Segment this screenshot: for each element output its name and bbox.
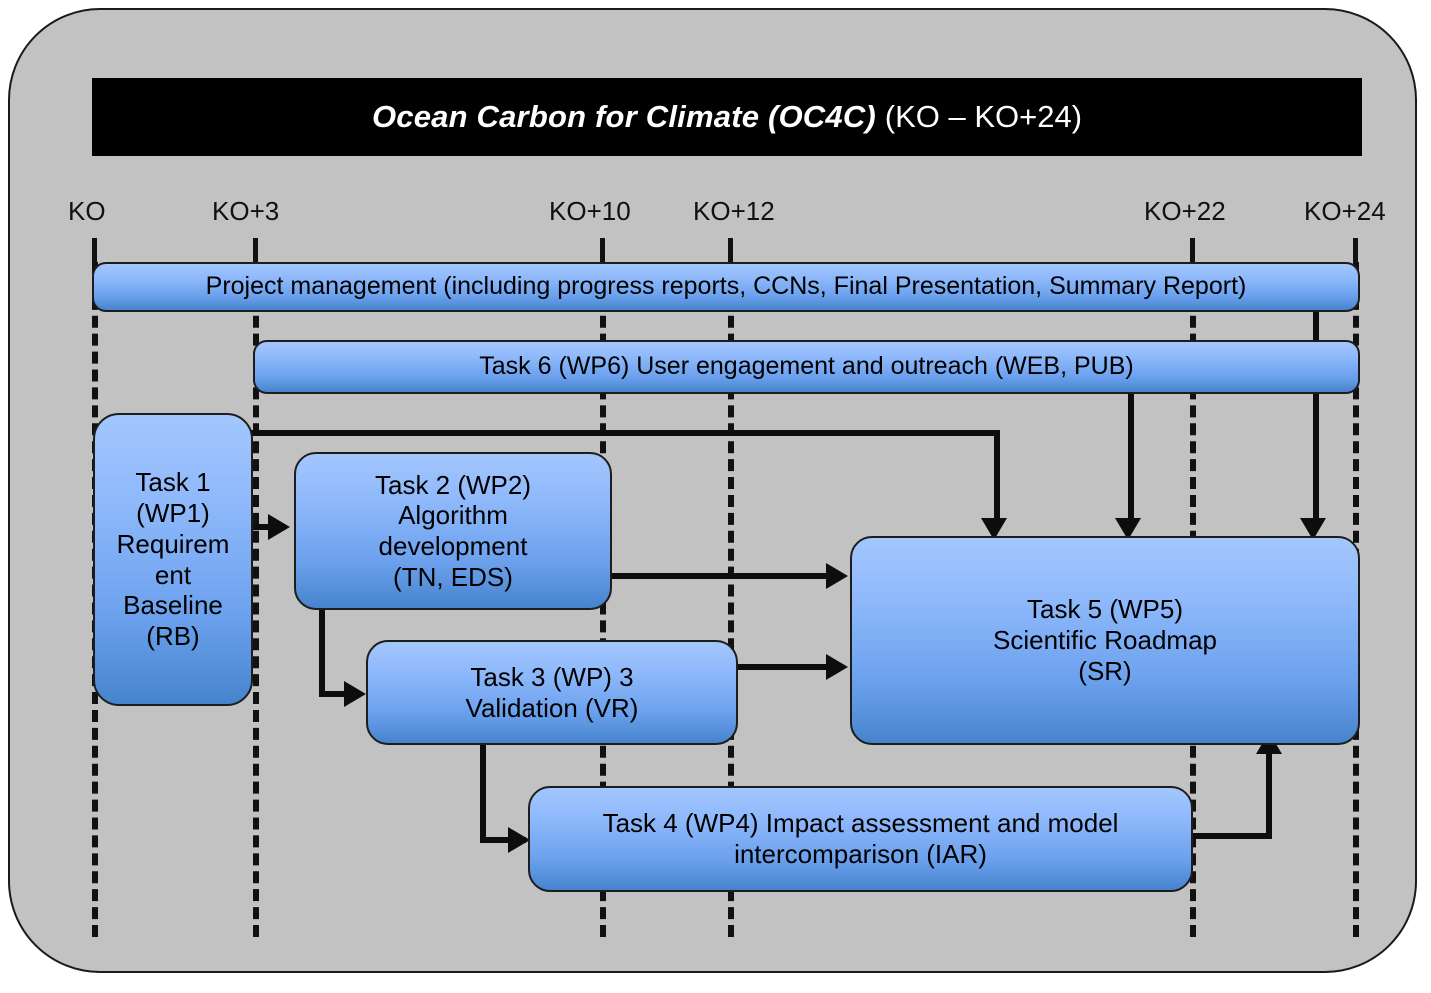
connector-task6-task5-arrowhead bbox=[1115, 518, 1141, 540]
task-5-line-2: Scientific Roadmap bbox=[993, 625, 1217, 656]
connector-task1-task2-arrowhead bbox=[268, 514, 290, 540]
task-bar-task-6[interactable]: Task 6 (WP6) User engagement and outreac… bbox=[253, 340, 1360, 394]
timeline-gridline-ko12 bbox=[728, 262, 734, 937]
task-box-task-1[interactable]: Task 1 (WP1) Requirem ent Baseline (RB) bbox=[93, 413, 253, 706]
page-title: Ocean Carbon for Climate (OC4C) bbox=[371, 99, 885, 134]
task-4-line-2: intercomparison (IAR) bbox=[734, 839, 987, 869]
connector-task2-task3-vertical bbox=[319, 605, 325, 697]
connector-task3-task4-horizontal bbox=[480, 837, 526, 843]
task-5-line-3: (SR) bbox=[1078, 655, 1132, 686]
task-2-line-2: Algorithm bbox=[398, 500, 508, 531]
task-1-line-3: Requirem bbox=[116, 528, 230, 559]
timeline-tick-ko24 bbox=[1353, 238, 1358, 264]
timeline-gridline-ko3 bbox=[253, 262, 259, 937]
connector-task2-task3-horizontal bbox=[319, 691, 361, 697]
connector-task2-task5-line bbox=[608, 573, 840, 579]
task-5-line-1: Task 5 (WP5) bbox=[1026, 594, 1184, 625]
task-1-line-2: (WP1) bbox=[136, 498, 210, 529]
connector-task1-task5-arrowhead bbox=[981, 518, 1007, 540]
connector-task1-task2-line bbox=[243, 524, 285, 530]
connector-task6-task5-vertical bbox=[1128, 393, 1134, 528]
diagram-title-banner: Ocean Carbon for Climate (OC4C) (KO – KO… bbox=[92, 78, 1362, 156]
timeline-label-ko: KO bbox=[68, 196, 106, 226]
task-1-line-5: Baseline bbox=[123, 590, 223, 621]
task-box-task-4[interactable]: Task 4 (WP4) Impact assessment and model… bbox=[528, 786, 1193, 892]
timeline-tick-ko10 bbox=[600, 238, 605, 264]
task-1-line-4: ent bbox=[154, 559, 192, 590]
task-3-line-2: Validation (VR) bbox=[465, 692, 639, 723]
connector-pm-task5-vertical bbox=[1313, 310, 1319, 528]
timeline-label-ko12: KO+12 bbox=[693, 196, 775, 226]
task-2-line-3: development bbox=[378, 531, 528, 561]
timeline-label-ko10: KO+10 bbox=[549, 196, 631, 226]
task-2-line-1: Task 2 (WP2) bbox=[374, 469, 532, 500]
connector-task3-task5-line bbox=[736, 664, 840, 670]
connector-task2-task5-arrowhead bbox=[826, 563, 848, 589]
connector-task1-task5-horizontal bbox=[240, 430, 1000, 436]
task-3-line-1: Task 3 (WP) 3 bbox=[470, 661, 634, 692]
task-box-task-3[interactable]: Task 3 (WP) 3 Validation (VR) bbox=[366, 640, 738, 745]
connector-task3-task4-arrowhead bbox=[508, 827, 530, 853]
timeline-tick-ko22 bbox=[1190, 238, 1195, 264]
page-title-period: (KO – KO+24) bbox=[884, 99, 1083, 134]
task-1-line-6: (RB) bbox=[146, 620, 200, 651]
timeline-label-ko3: KO+3 bbox=[212, 196, 280, 226]
timeline-tick-ko3 bbox=[253, 238, 258, 264]
task-box-task-2[interactable]: Task 2 (WP2) Algorithm development (TN, … bbox=[294, 452, 612, 610]
task-bar-project-management[interactable]: Project management (including progress r… bbox=[92, 262, 1360, 312]
task-4-line-1: Task 4 (WP4) Impact assessment and model bbox=[602, 808, 1119, 839]
timeline-tick-ko12 bbox=[728, 238, 733, 264]
timeline-label-ko24: KO+24 bbox=[1304, 196, 1386, 226]
connector-task4-task5-vertical bbox=[1266, 752, 1272, 837]
task-box-task-5[interactable]: Task 5 (WP5) Scientific Roadmap (SR) bbox=[850, 536, 1360, 745]
task-1-line-1: Task 1 bbox=[135, 467, 211, 498]
connector-task4-task5-horizontal bbox=[1190, 833, 1272, 839]
timeline-tick-ko bbox=[92, 238, 97, 264]
connector-task1-task5-vertical bbox=[994, 430, 1000, 528]
connector-task2-task3-arrowhead bbox=[344, 681, 366, 707]
task-2-line-4: (TN, EDS) bbox=[393, 561, 513, 592]
connector-task3-task4-vertical bbox=[480, 745, 486, 843]
connector-task3-task5-arrowhead bbox=[826, 654, 848, 680]
connector-pm-task5-arrowhead bbox=[1300, 518, 1326, 540]
timeline-label-ko22: KO+22 bbox=[1144, 196, 1226, 226]
